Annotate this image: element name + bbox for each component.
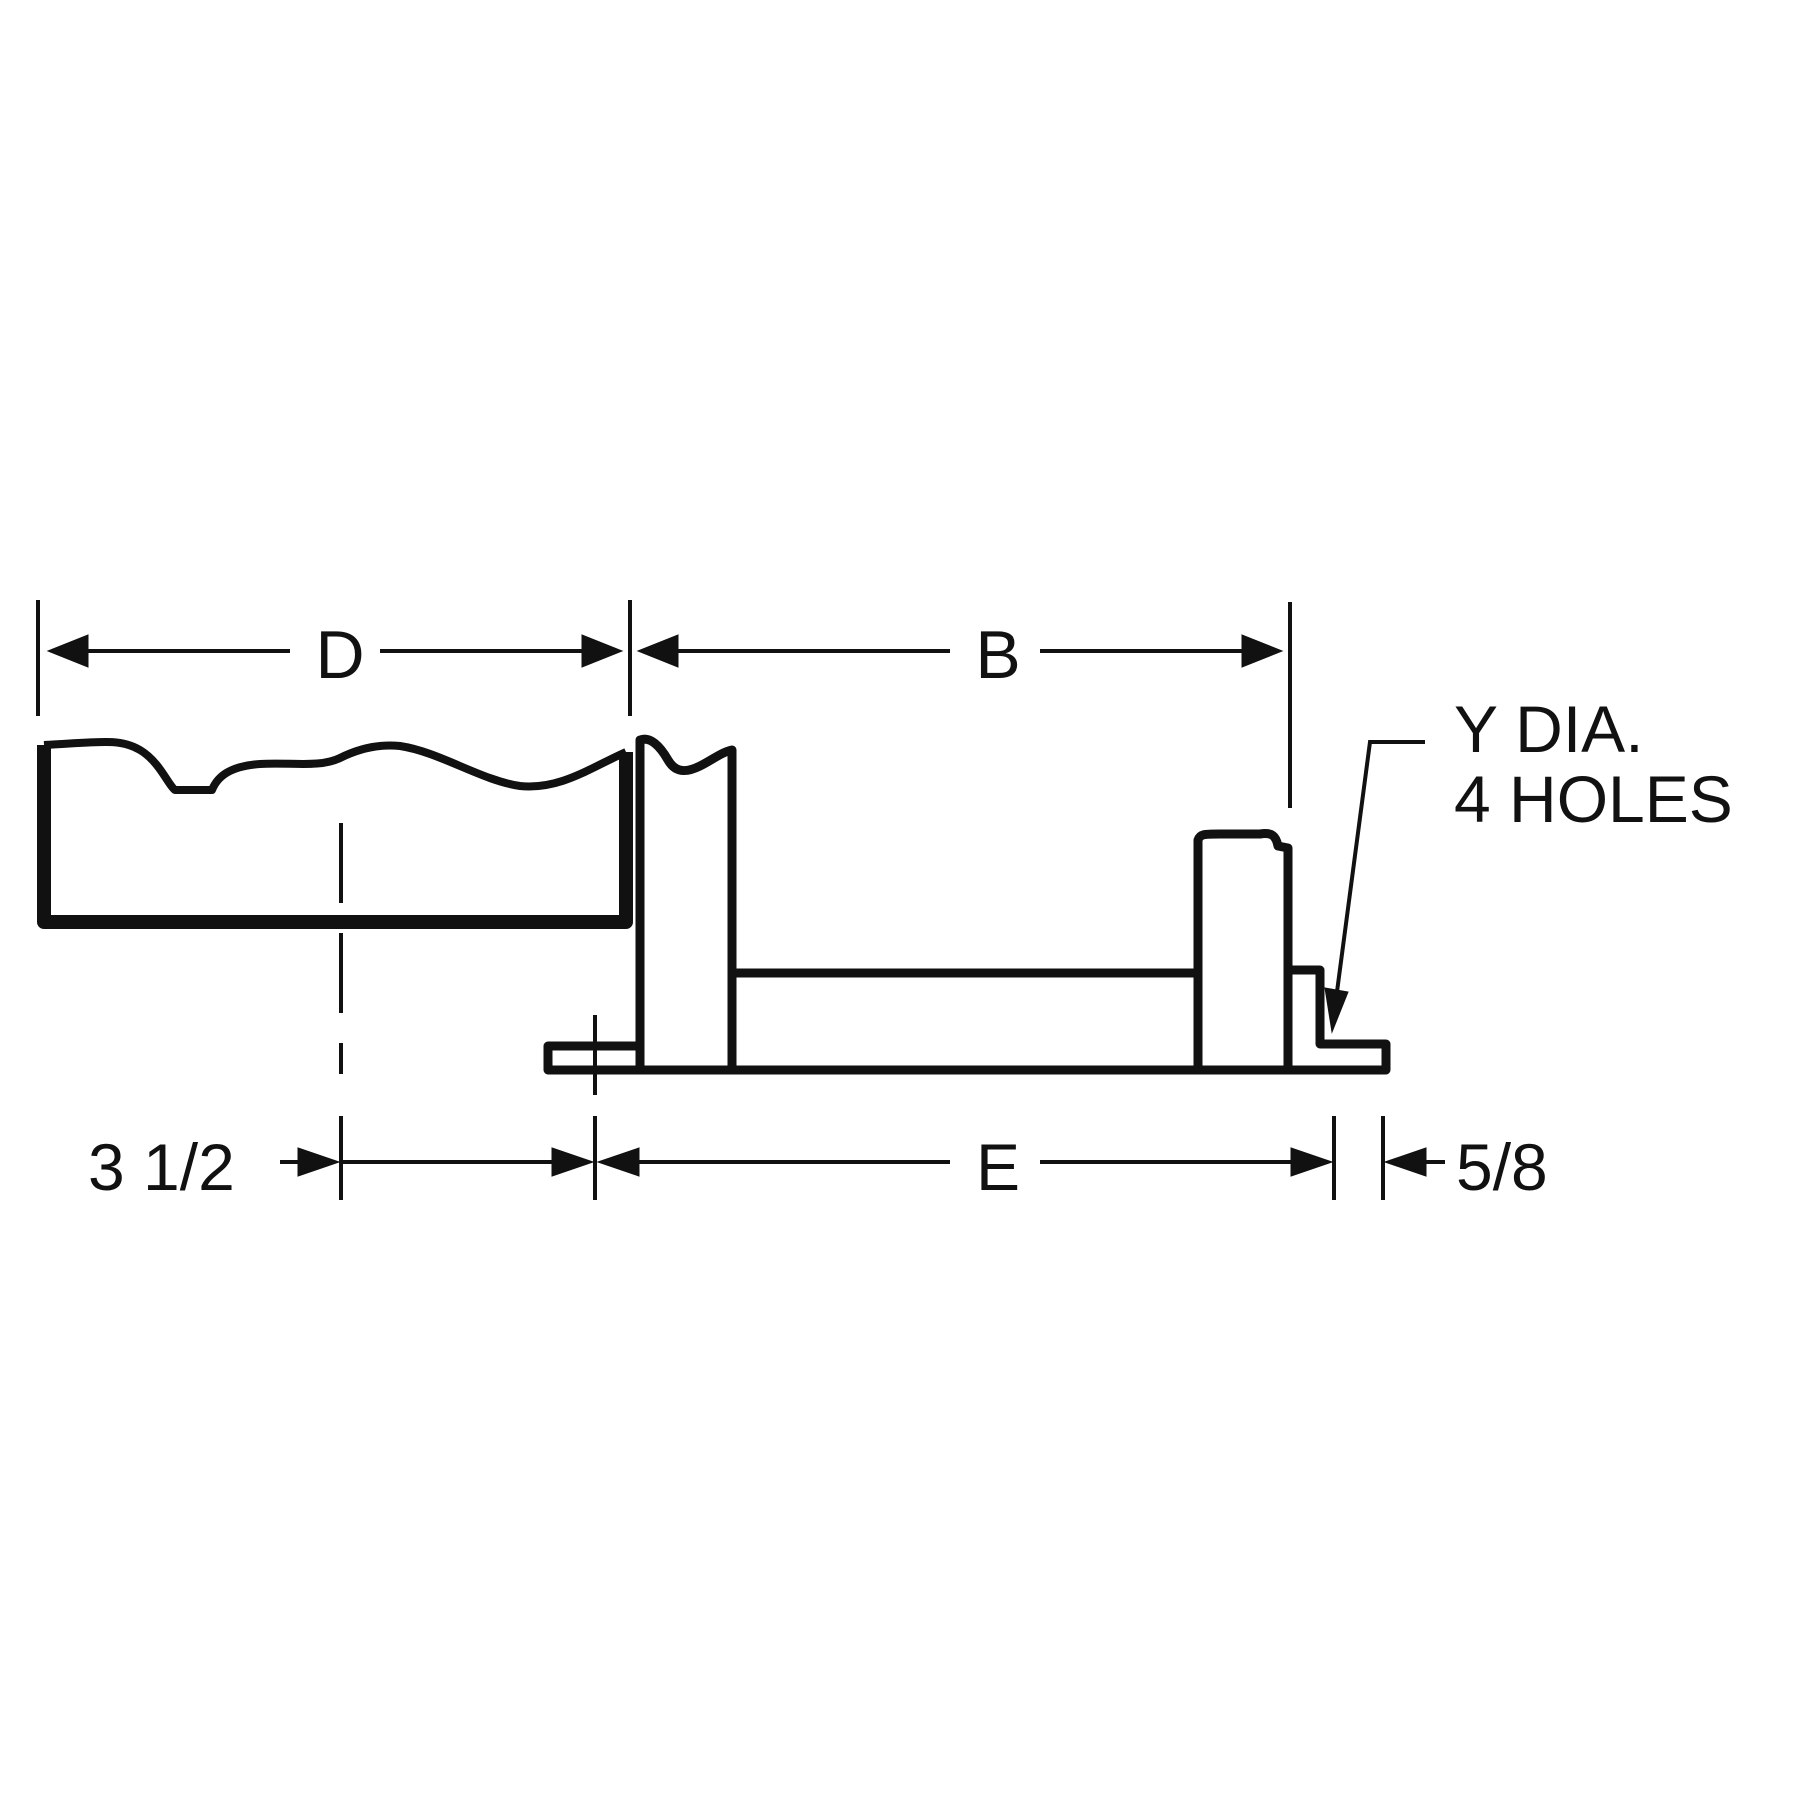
- dimension-label-b: B: [975, 617, 1020, 693]
- dimension-label-5-8: 5/8: [1456, 1130, 1548, 1204]
- arrow-left-icon: [1383, 1147, 1427, 1177]
- dimension-b: [636, 602, 1292, 808]
- dimension-e: [596, 1116, 1385, 1200]
- arrow-left-icon: [636, 634, 679, 668]
- dimension-label-3-1-2: 3 1/2: [88, 1130, 235, 1204]
- callout-leader: [1324, 740, 1425, 1034]
- callout-line-1: Y DIA.: [1454, 692, 1644, 766]
- dimension-d: [36, 600, 632, 716]
- arrow-left-icon: [46, 634, 89, 668]
- arrow-down-icon: [1324, 987, 1349, 1034]
- base-plate: [543, 965, 1391, 1075]
- arrow-right-icon: [297, 1147, 341, 1177]
- left-post: [635, 734, 737, 1067]
- right-post: [1193, 829, 1293, 1067]
- callout-line-2: 4 HOLES: [1454, 762, 1733, 836]
- dimension-5-8: [1383, 1147, 1445, 1177]
- arrow-right-icon: [1290, 1147, 1334, 1177]
- arrow-right-icon: [551, 1147, 595, 1177]
- dimension-label-d: D: [315, 617, 364, 693]
- dimension-3-1-2: [280, 1116, 597, 1200]
- arrow-right-icon: [581, 634, 624, 668]
- arrow-right-icon: [1241, 634, 1284, 668]
- dimension-label-e: E: [976, 1130, 1020, 1204]
- tank-section: [37, 737, 633, 929]
